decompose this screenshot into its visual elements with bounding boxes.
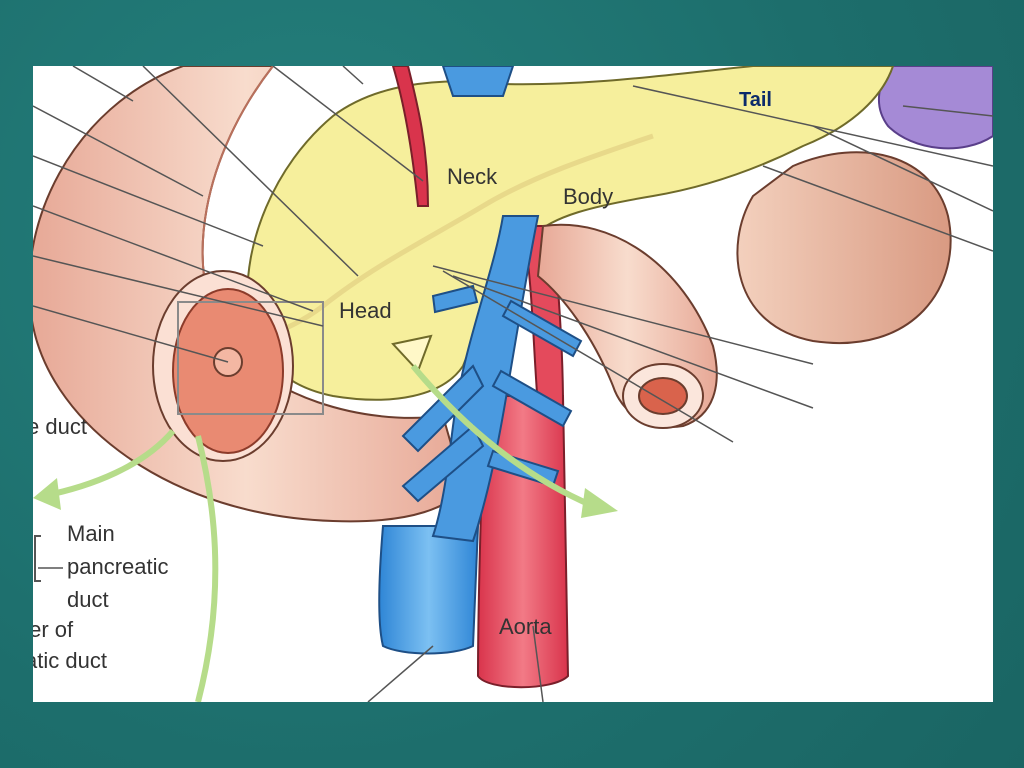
green-arrow-left bbox=[42, 429, 176, 499]
leader-line bbox=[33, 155, 264, 247]
neck-label: Neck bbox=[447, 164, 498, 189]
green-arrow-down bbox=[195, 435, 219, 702]
leader-line bbox=[272, 66, 424, 182]
jejunum-lumen bbox=[638, 377, 688, 415]
leader-line bbox=[452, 275, 814, 409]
vein-branch-1 bbox=[401, 364, 485, 453]
main-pancreatic-duct-label-line1: Main bbox=[67, 521, 115, 546]
leader-line bbox=[142, 66, 359, 277]
main-pancreatic-duct-label-line2: pancreatic bbox=[67, 554, 169, 579]
inferior-vena-cava bbox=[378, 525, 480, 655]
kidney bbox=[736, 151, 952, 344]
leader-line bbox=[33, 255, 324, 327]
leader-line bbox=[367, 645, 434, 702]
vein-branch-3 bbox=[501, 299, 583, 358]
leader-line bbox=[532, 625, 544, 702]
leader-line bbox=[33, 105, 204, 197]
leader-line bbox=[902, 105, 993, 117]
bile-duct-label: e duct bbox=[33, 414, 87, 439]
gastroduodenal-cut bbox=[391, 334, 433, 373]
leader-line bbox=[33, 205, 314, 312]
aorta-label: Aorta bbox=[499, 614, 552, 639]
green-arrow-right bbox=[410, 364, 595, 509]
leader-line bbox=[33, 305, 229, 363]
vein-branch-2 bbox=[401, 424, 485, 503]
green-arrow-right-head bbox=[581, 488, 618, 518]
main-pancreatic-duct bbox=[262, 133, 654, 339]
bracket-mark bbox=[34, 535, 41, 582]
body-label: Body bbox=[563, 184, 613, 209]
leader-line bbox=[812, 125, 993, 212]
main-pancreatic-duct-label-line3: duct bbox=[67, 587, 109, 612]
vein-branch-6 bbox=[431, 284, 479, 314]
portal-vein bbox=[441, 66, 515, 97]
neck-vessel bbox=[391, 66, 430, 207]
green-arrow-left-head bbox=[33, 478, 61, 510]
leader-line bbox=[72, 66, 134, 102]
anatomy-diagram: Tail Neck Body Head Aorta e duct Main pa… bbox=[33, 66, 993, 702]
vein-branch-4 bbox=[491, 369, 573, 428]
accessory-duct-label-line2: atic duct bbox=[33, 648, 107, 673]
spleen bbox=[877, 66, 993, 150]
tail-label: Tail bbox=[739, 89, 772, 111]
leader-line bbox=[432, 265, 814, 365]
leader-line bbox=[442, 270, 734, 443]
leader-line bbox=[762, 165, 993, 252]
blank-area bbox=[733, 444, 993, 702]
accessory-duct-label-line1: ter of bbox=[33, 617, 74, 642]
leader-line bbox=[342, 66, 364, 85]
head-label: Head bbox=[339, 298, 392, 323]
detail-box bbox=[177, 301, 324, 415]
pancreas-anatomy-figure: Tail Neck Body Head Aorta e duct Main pa… bbox=[33, 66, 993, 702]
